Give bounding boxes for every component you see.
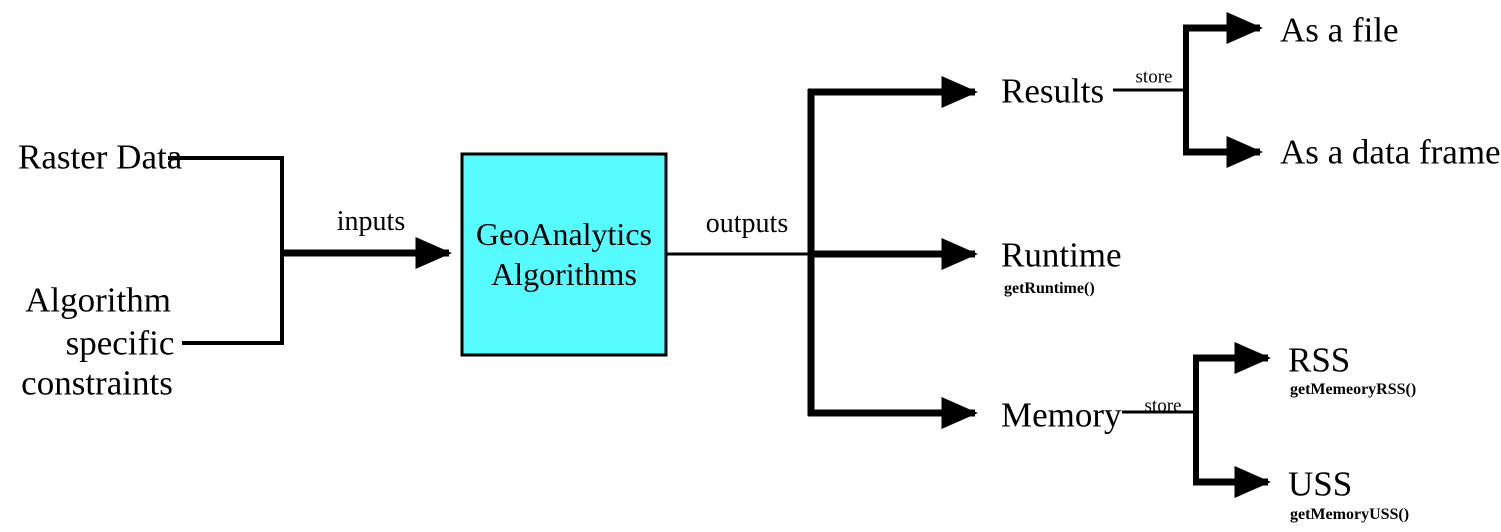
input-constraints-line-2: specific xyxy=(65,323,175,363)
output-results-child-as-a-file: As a file xyxy=(1280,10,1399,50)
input-raster-data-label: Raster Data xyxy=(18,137,183,177)
memory-store-bracket xyxy=(1122,341,1271,499)
process-box-line-1: GeoAnalytics xyxy=(476,216,652,252)
process-box-line-2: Algorithms xyxy=(491,256,637,292)
output-runtime-api-label: getRuntime() xyxy=(1004,280,1095,297)
output-memory-child-uss-api: getMemoryUSS() xyxy=(1290,506,1410,523)
output-runtime-label: Runtime xyxy=(1001,235,1122,275)
output-memory-child-uss: USS xyxy=(1288,464,1353,504)
process-box xyxy=(460,152,668,357)
results-store-bracket xyxy=(1113,11,1263,169)
output-memory-label: Memory xyxy=(1001,395,1122,435)
memory-store-label: store xyxy=(1144,395,1182,417)
output-results-child-as-a-data-frame: As a data frame xyxy=(1280,132,1501,172)
output-results-label: Results xyxy=(1001,71,1105,111)
output-memory-child-rss-api: getMemeoryRSS() xyxy=(1290,381,1417,398)
input-bracket xyxy=(168,156,284,345)
results-store-label: store xyxy=(1135,66,1173,88)
input-constraints-line-1: Algorithm xyxy=(25,280,171,320)
output-memory-child-rss: RSS xyxy=(1288,340,1351,380)
outputs-edge-label: outputs xyxy=(705,208,789,239)
inputs-edge-label: inputs xyxy=(336,206,406,237)
input-constraints-line-3: constraints xyxy=(21,363,173,403)
outputs-trunk xyxy=(807,75,978,430)
